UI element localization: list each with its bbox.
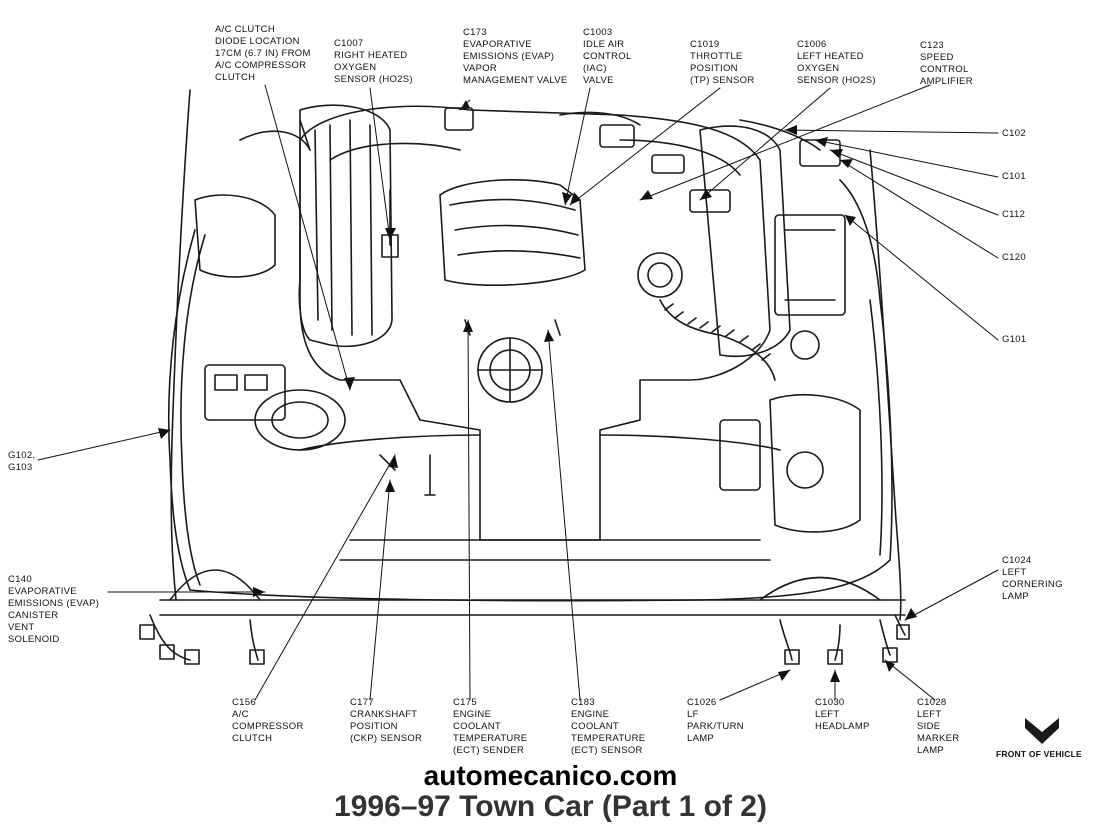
relay-box <box>204 364 286 421</box>
leader-c123 <box>639 84 931 201</box>
main-wiring-harness <box>167 179 893 602</box>
leader-g102 <box>37 429 171 461</box>
label-ac-clutch-diode: A/C CLUTCH DIODE LOCATION 17CM (6.7 IN) … <box>215 24 311 83</box>
right-valve-cover <box>298 104 393 348</box>
leader-c1026 <box>719 669 791 701</box>
leader-c177 <box>369 479 391 701</box>
left-lamp-housing <box>769 394 861 533</box>
leader-c1006 <box>699 87 831 201</box>
leader-c1003 <box>564 87 591 206</box>
leader-c112 <box>829 149 999 216</box>
front-of-vehicle-label: FRONT OF VEHICLE <box>996 749 1082 759</box>
front-of-vehicle-arrow-icon <box>1025 718 1059 744</box>
crossmember <box>299 434 781 451</box>
diagram-title: 1996–97 Town Car (Part 1 of 2) <box>334 790 767 823</box>
label-c1030: C1030 LEFT HEADLAMP <box>815 697 870 732</box>
leader-c1028 <box>884 659 936 701</box>
leader-c101 <box>814 139 999 178</box>
leader-c1007 <box>369 87 391 241</box>
radiator-support <box>159 569 906 616</box>
label-c1024: C1024 LEFT CORNERING LAMP <box>1002 555 1063 602</box>
label-c1003: C1003 IDLE AIR CONTROL (IAC) VALVE <box>583 27 632 86</box>
label-c1006: C1006 LEFT HEATED OXYGEN SENSOR (HO2S) <box>797 39 876 86</box>
leader-c120 <box>839 159 999 259</box>
label-c120: C120 <box>1002 252 1026 263</box>
engine-block <box>299 105 771 541</box>
label-c123: C123 SPEED CONTROL AMPLIFIER <box>920 40 973 87</box>
leader-c156 <box>254 454 396 701</box>
right-fender-outline <box>170 89 191 601</box>
label-c1007: C1007 RIGHT HEATED OXYGEN SENSOR (HO2S) <box>334 38 413 85</box>
label-c175: C175 ENGINE COOLANT TEMPERATURE (ECT) SE… <box>453 697 528 756</box>
leader-ac-clutch-diode <box>264 84 351 391</box>
label-c183: C183 ENGINE COOLANT TEMPERATURE (ECT) SE… <box>571 697 646 756</box>
washer-reservoir <box>194 194 276 278</box>
left-valve-cover <box>699 125 791 358</box>
throttle-body <box>637 252 683 298</box>
battery-box <box>774 214 846 316</box>
reservoir-cap <box>790 330 820 360</box>
label-c1026: C1026 LF PARK/TURN LAMP <box>687 697 744 744</box>
left-fender-outline <box>869 149 902 621</box>
leader-c175 <box>467 319 471 701</box>
label-c177: C177 CRANKSHAFT POSITION (CKP) SENSOR <box>350 697 423 744</box>
engine-compartment-diagram <box>37 84 1059 744</box>
site-watermark: automecanico.com <box>423 760 678 791</box>
label-c102: C102 <box>1002 128 1026 139</box>
label-c140: C140 EVAPORATIVE EMISSIONS (EVAP) CANIST… <box>8 574 100 645</box>
label-c1019: C1019 THROTTLE POSITION (TP) SENSOR <box>690 39 755 86</box>
label-c156: C156 A/C COMPRESSOR CLUTCH <box>232 697 304 744</box>
label-g102-g103: G102, G103 <box>8 450 36 473</box>
leader-c102 <box>784 129 999 134</box>
intake-plenum <box>439 179 586 286</box>
label-c1028: C1028 LEFT SIDE MARKER LAMP <box>917 697 960 756</box>
air-intake-tube <box>659 299 776 381</box>
label-g101: G101 <box>1002 334 1027 345</box>
leader-g101 <box>844 214 999 341</box>
label-c101: C101 <box>1002 171 1026 182</box>
leader-c1019 <box>569 87 721 206</box>
leader-c183 <box>547 329 581 701</box>
label-c173: C173 EVAPORATIVE EMISSIONS (EVAP) VAPOR … <box>463 27 568 86</box>
label-c112: C112 <box>1002 209 1026 220</box>
leader-c1024 <box>904 569 999 621</box>
